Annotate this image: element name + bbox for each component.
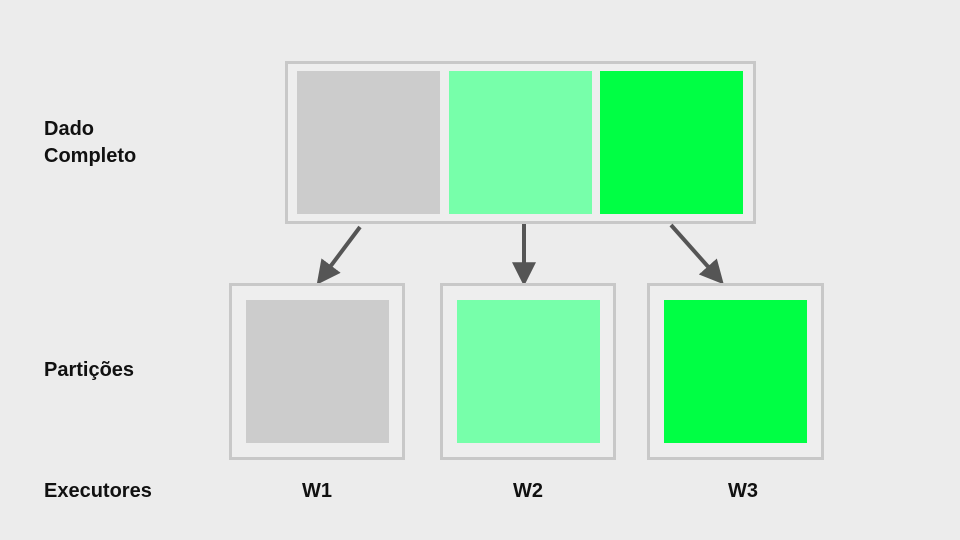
- partition-w2-block: [457, 300, 600, 443]
- worker-label-w2: W2: [513, 480, 543, 502]
- full-data-label-line2: Completo: [44, 145, 137, 167]
- worker-label-w3: W3: [728, 480, 758, 502]
- executors-label: Executores: [44, 480, 152, 502]
- full-data-container: [285, 61, 756, 224]
- partition-w3: [647, 283, 824, 460]
- full-data-segment-1: [297, 71, 440, 214]
- worker-label-w1: W1: [302, 480, 332, 502]
- partition-w3-block: [664, 300, 807, 443]
- partitions-label: Partições: [44, 359, 135, 381]
- partition-w2: [440, 283, 616, 460]
- arrow-to-w1: [316, 225, 362, 285]
- partition-w1-block: [246, 300, 389, 443]
- full-data-label: Dado Completo: [44, 116, 136, 170]
- full-data-segment-3: [600, 71, 743, 214]
- full-data-label-line1: Dado: [44, 118, 94, 140]
- partition-w1: [229, 283, 405, 460]
- arrow-to-w3: [669, 223, 724, 285]
- full-data-segment-2: [449, 71, 592, 214]
